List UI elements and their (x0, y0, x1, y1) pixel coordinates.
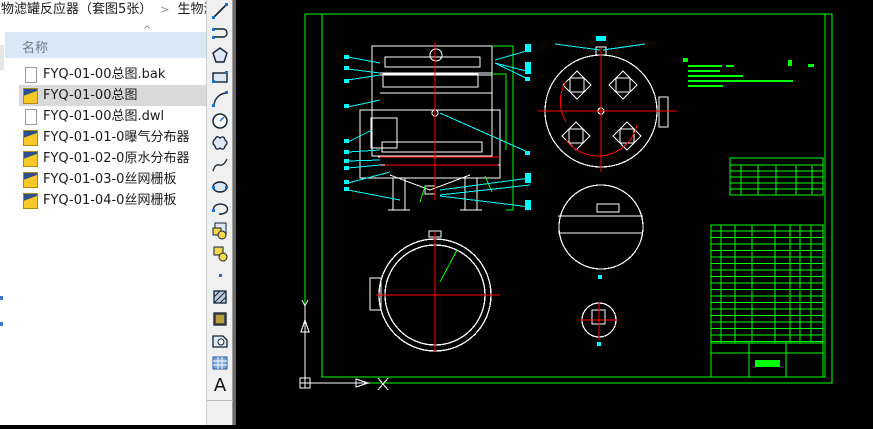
centerline (376, 232, 500, 352)
chevron-right-icon: > (160, 3, 170, 16)
dwg-file-icon (23, 88, 38, 104)
leader-lines (347, 49, 531, 208)
ucs-icon (299, 299, 389, 391)
make-block-tool-button[interactable] (209, 243, 231, 263)
insert-block-icon (212, 222, 227, 240)
file-name: FYQ-01-03-0丝网栅板 (43, 172, 177, 187)
ellipse-arc-icon (212, 203, 229, 215)
nav-marker (0, 322, 3, 326)
polyline-icon (212, 28, 228, 39)
leader-line (439, 249, 458, 283)
line-tool-button[interactable] (209, 1, 231, 21)
multiline-text-tool-button[interactable]: A (209, 374, 231, 396)
dwg-file-icon (23, 193, 38, 209)
nav-pane-edge (0, 45, 4, 70)
file-list-item[interactable]: FYQ-01-03-0丝网栅板 (19, 169, 206, 190)
hatch-tool-button[interactable] (209, 287, 231, 307)
document-file-icon (25, 109, 37, 125)
gradient-icon (213, 312, 227, 326)
parts-table (729, 157, 824, 196)
centerline (580, 302, 618, 340)
table-tool-button[interactable] (209, 353, 231, 373)
revision-cloud-tool-button[interactable] (209, 133, 231, 153)
arc-tool-button[interactable] (209, 89, 231, 109)
centerline (380, 42, 500, 200)
dwg-file-icon (23, 151, 38, 167)
document-file-icon (25, 67, 37, 83)
title-block (710, 342, 824, 378)
detail-label (597, 342, 601, 346)
polygon-tool-button[interactable] (209, 45, 231, 65)
polygon-icon (212, 47, 228, 63)
ellipse-icon (212, 181, 228, 193)
item-balloons (344, 44, 531, 210)
breadcrumb-item[interactable]: 生物滤罐 (177, 2, 207, 17)
nav-marker (0, 296, 3, 300)
vessel-top-view (544, 46, 669, 168)
draw-toolbar: A (206, 0, 233, 425)
nozzle-outline (419, 45, 514, 211)
vessel-plan-view (369, 230, 492, 352)
sort-ascending-icon: ^ (143, 25, 152, 36)
dwg-file-icon (23, 130, 38, 146)
point-icon (219, 274, 222, 277)
file-list-item[interactable]: FYQ-01-04-0丝网栅板 (19, 190, 206, 211)
title-frame (304, 13, 832, 384)
gradient-tool-button[interactable] (209, 309, 231, 329)
polyline-tool-button[interactable] (209, 23, 231, 43)
drawing-svg (299, 13, 833, 391)
panel-splitter[interactable] (233, 0, 236, 425)
file-list-item[interactable]: FYQ-01-02-0原水分布器 (19, 148, 206, 169)
section-view (558, 184, 644, 270)
region-tool-button[interactable] (209, 331, 231, 351)
ellipse-tool-button[interactable] (209, 177, 231, 197)
toolbar-divider (207, 400, 233, 401)
sheet-outer-border (304, 13, 833, 384)
file-list-item[interactable]: FYQ-01-00总图.dwl (19, 106, 206, 127)
spline-tool-button[interactable] (209, 155, 231, 175)
multiline-text-icon: A (213, 374, 227, 396)
file-list-item[interactable]: FYQ-01-00总图 (19, 85, 206, 106)
file-name: FYQ-01-00总图.dwl (43, 109, 165, 124)
point-tool-button[interactable] (209, 265, 231, 285)
line-icon (212, 3, 228, 19)
title-block-drawing-name (755, 360, 780, 367)
spline-icon (212, 158, 228, 172)
revision-cloud-icon (212, 136, 228, 150)
column-header-name[interactable]: ^ 名称 (5, 25, 206, 58)
ellipse-arc-tool-button[interactable] (209, 199, 231, 219)
file-name: FYQ-01-02-0原水分布器 (43, 151, 190, 166)
region-icon (212, 335, 228, 348)
hatch-icon (213, 290, 227, 304)
table-icon (212, 356, 228, 370)
vessel-front-view (359, 45, 501, 211)
dimension-label (596, 36, 606, 41)
rectangle-tool-button[interactable] (209, 67, 231, 87)
section-label (598, 275, 602, 279)
insert-block-tool-button[interactable] (209, 221, 231, 241)
dwg-file-icon (23, 172, 38, 188)
bill-of-materials-table (710, 224, 824, 344)
file-explorer-panel: 生物滤罐反应器（套图5张） > 生物滤罐 ^ 名称 FYQ-01-00总图.bakF… (0, 0, 206, 425)
arc-icon (212, 91, 228, 107)
breadcrumb-item[interactable]: 生物滤罐反应器（套图5张） (0, 2, 153, 17)
rectangle-icon (212, 71, 228, 83)
file-list-item[interactable]: FYQ-01-00总图.bak (19, 64, 206, 85)
technical-notes (683, 58, 814, 87)
leader-lines (554, 43, 646, 51)
circle-icon (212, 113, 228, 129)
make-block-icon (213, 246, 228, 262)
breadcrumb: 生物滤罐反应器（套图5张） > 生物滤罐 (0, 0, 206, 22)
file-name: FYQ-01-04-0丝网栅板 (43, 193, 177, 208)
file-list-item[interactable]: FYQ-01-01-0曝气分布器 (19, 127, 206, 148)
file-name: FYQ-01-00总图 (43, 88, 138, 103)
file-name: FYQ-01-01-0曝气分布器 (43, 130, 190, 145)
cad-drawing-canvas[interactable] (236, 0, 873, 425)
circle-tool-button[interactable] (209, 111, 231, 131)
centerline (538, 48, 677, 172)
column-header-label: 名称 (22, 41, 49, 56)
file-name: FYQ-01-00总图.bak (43, 67, 166, 82)
